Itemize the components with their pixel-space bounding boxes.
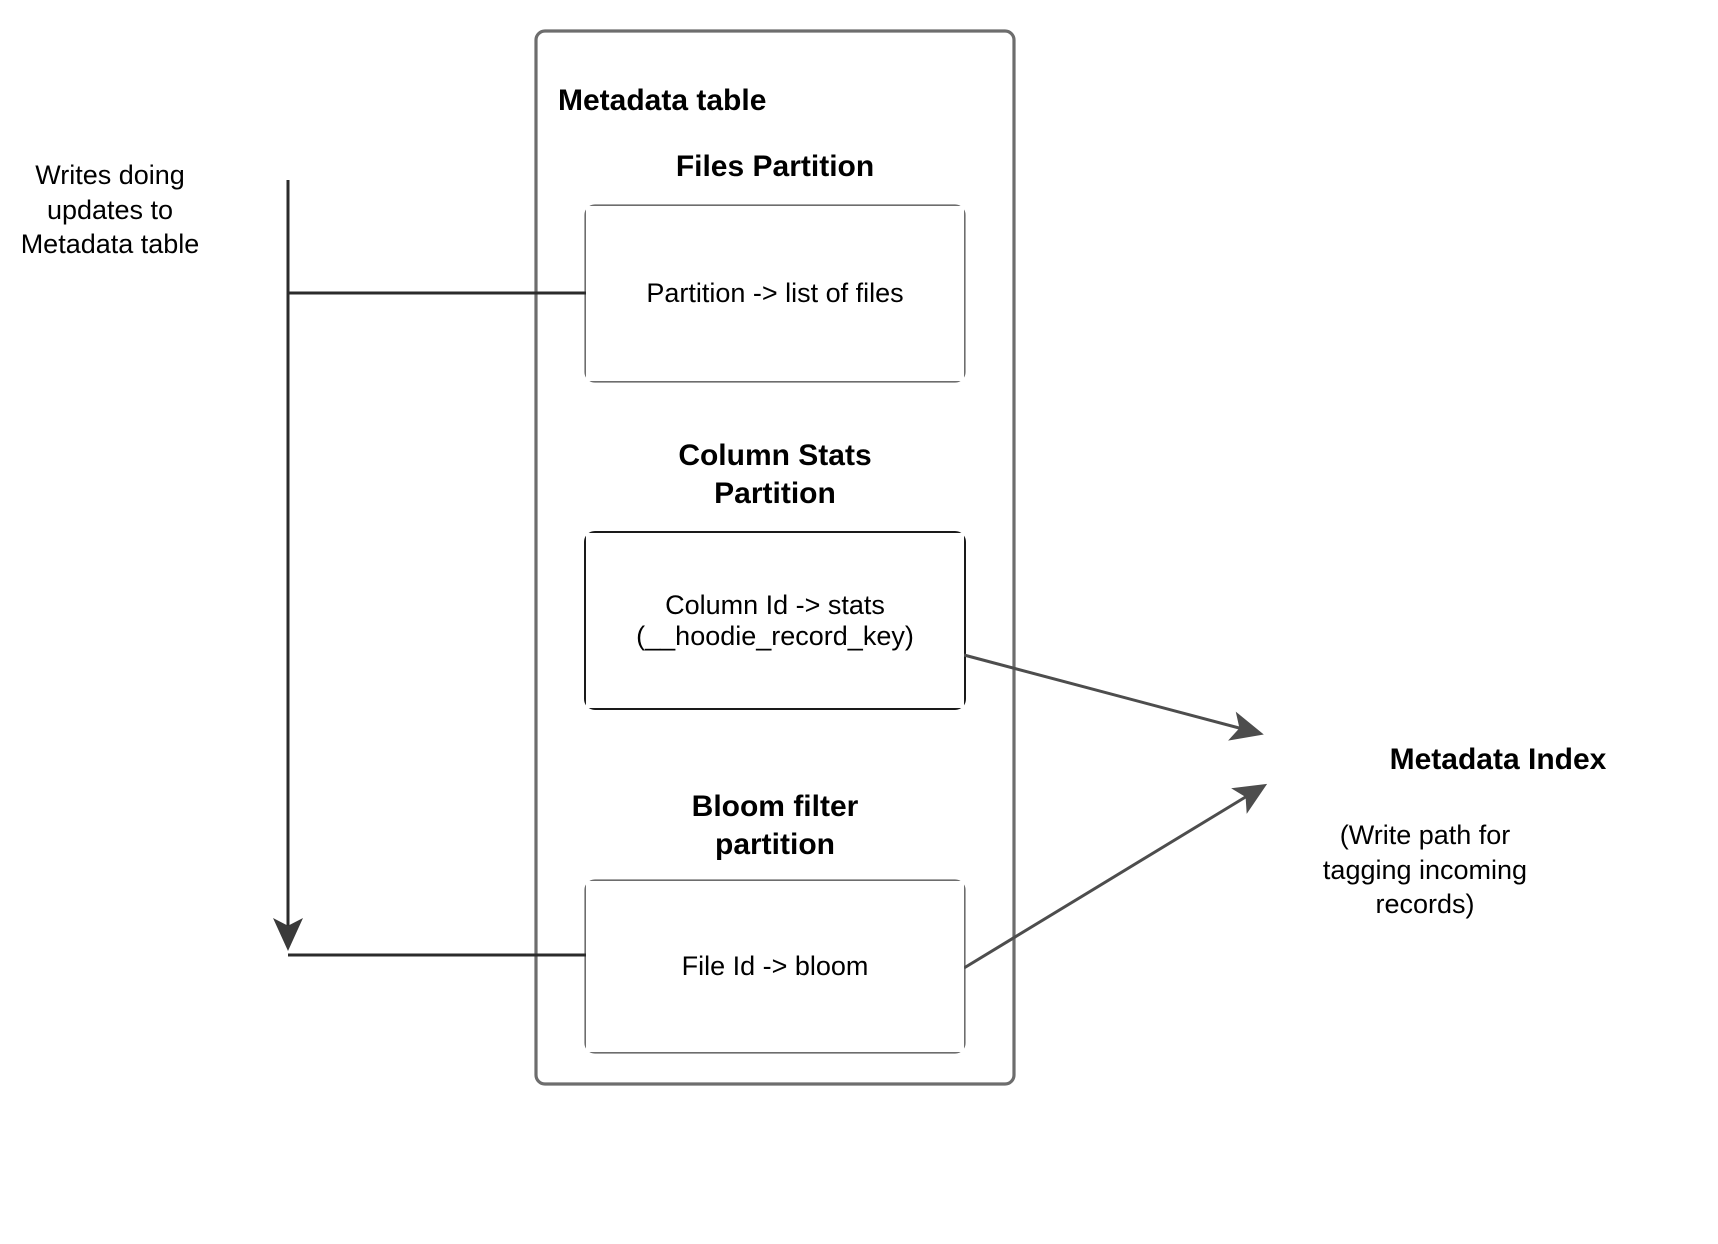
metadata-index-title: Metadata Index	[1389, 743, 1607, 776]
files-partition-heading: Files Partition	[675, 150, 875, 183]
column-stats-box-text: Column Id -> stats (__hoodie_record_key)	[636, 589, 914, 651]
column-stats-to-index-arrow	[963, 653, 1264, 741]
writes-note-label: Writes doing updates to Metadata table	[20, 160, 200, 260]
files-partition-box[interactable]: Partition -> list of files	[586, 206, 964, 381]
bloom-filter-partition-heading: Bloom filter partition	[691, 790, 859, 862]
metadata-index-subtitle: (Write path for tagging incoming records…	[1322, 820, 1528, 920]
metadata-table-title: Metadata table	[558, 84, 767, 117]
column-stats-partition-heading: Column Stats Partition	[678, 439, 872, 511]
bloom-filter-box[interactable]: File Id -> bloom	[586, 881, 964, 1052]
files-partition-box-text: Partition -> list of files	[646, 278, 904, 308]
bloom-filter-box-text: File Id -> bloom	[681, 951, 869, 981]
bloom-to-index-arrow	[963, 783, 1268, 970]
column-stats-box[interactable]: Column Id -> stats (__hoodie_record_key)	[586, 533, 964, 708]
